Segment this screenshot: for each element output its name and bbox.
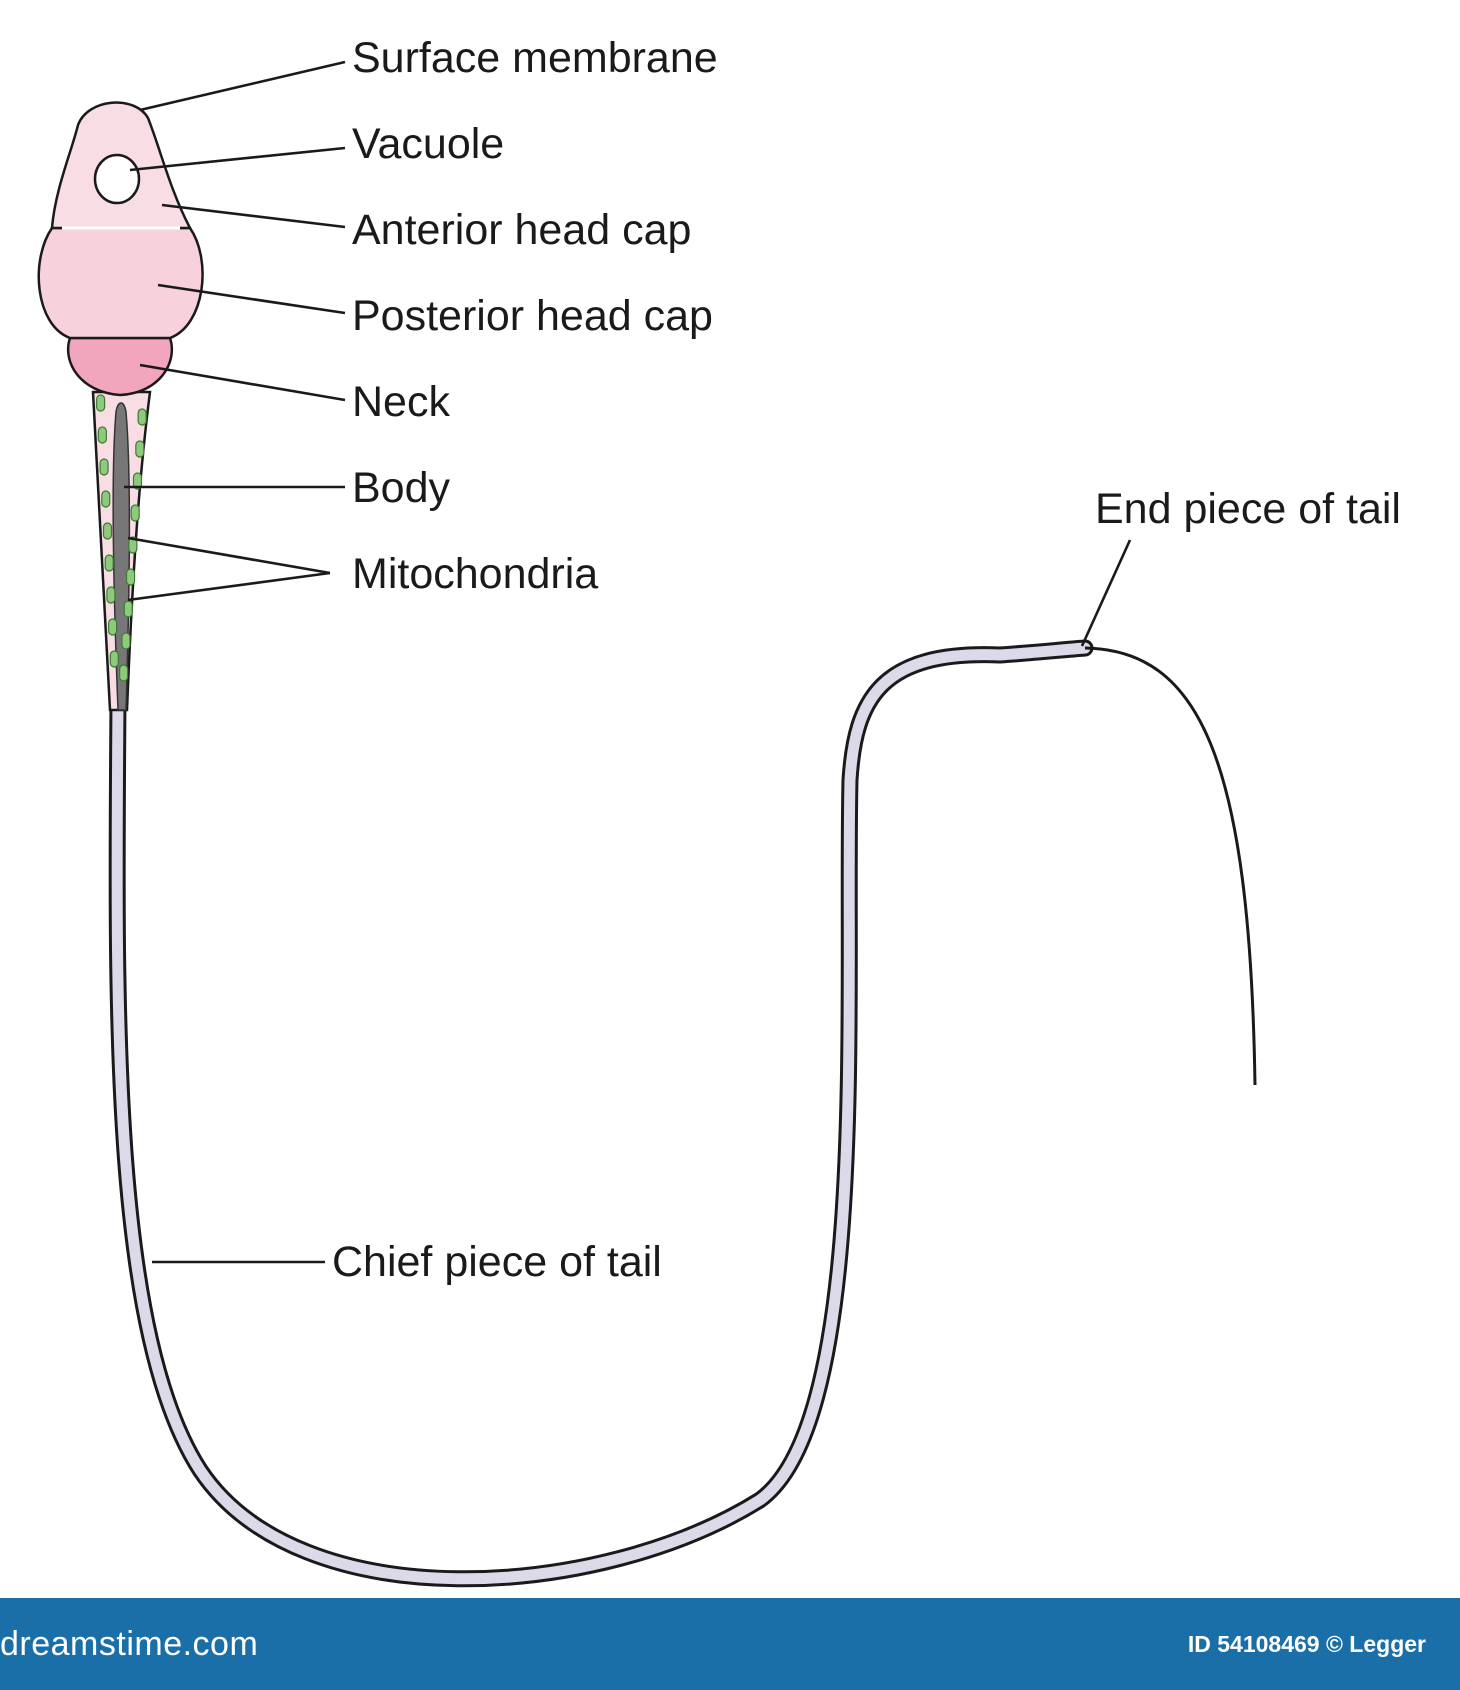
label-chief-piece: Chief piece of tail — [332, 1238, 662, 1286]
mitochondrion — [102, 522, 113, 540]
tail-end-piece — [1084, 646, 1257, 1086]
mitochondrion — [130, 504, 140, 522]
mitochondrion — [119, 664, 129, 682]
leader-neck — [139, 363, 346, 402]
footer-image-id: ID 54108469 © Legger — [1187, 1630, 1426, 1657]
label-body: Body — [352, 464, 451, 512]
mitochondrion — [106, 586, 116, 604]
footer-bar: dreamstime.com ID 54108469 © Legger — [0, 1598, 1460, 1690]
label-posterior-head-cap: Posterior head cap — [352, 292, 713, 340]
vacuole — [93, 153, 141, 205]
mitochondrion — [135, 440, 145, 458]
sperm-cell-diagram: Surface membrane Vacuole Anterior head c… — [37, 34, 1401, 1588]
label-end-piece: End piece of tail — [1095, 485, 1401, 533]
mitochondrion — [104, 554, 114, 572]
mitochondrion — [137, 408, 147, 426]
mitochondrion — [132, 472, 143, 490]
label-mitochondria: Mitochondria — [352, 550, 598, 598]
neck — [66, 336, 174, 397]
mitochondria-group — [96, 394, 147, 682]
mitochondrion — [109, 650, 119, 668]
leader-surface-membrane — [139, 60, 346, 112]
tail-chief-piece-fill — [111, 642, 1091, 1585]
label-surface-membrane: Surface membrane — [352, 34, 718, 82]
leader-mitochondria-lower — [127, 571, 331, 602]
label-vacuole: Vacuole — [352, 120, 504, 168]
mitochondrion — [101, 490, 111, 508]
mitochondrion — [108, 618, 118, 636]
footer-logo: dreamstime.com — [0, 1624, 259, 1663]
leader-anterior-head-cap — [161, 203, 346, 229]
leader-vacuole — [129, 146, 346, 172]
leader-posterior-head-cap — [157, 283, 346, 315]
mitochondrion — [97, 426, 107, 444]
label-anterior-head-cap: Anterior head cap — [352, 206, 691, 254]
mitochondrion — [125, 568, 136, 586]
mitochondrion — [121, 632, 131, 650]
leader-mitochondria-upper — [127, 536, 331, 575]
mitochondrion — [99, 458, 109, 476]
tail-chief-piece — [108, 639, 1094, 1588]
posterior-head-cap — [37, 226, 204, 340]
mitochondrion — [128, 536, 138, 554]
mitochondrion — [96, 394, 106, 412]
mitochondrion — [123, 600, 133, 618]
label-neck: Neck — [352, 378, 450, 426]
leader-end-piece — [1080, 539, 1132, 647]
